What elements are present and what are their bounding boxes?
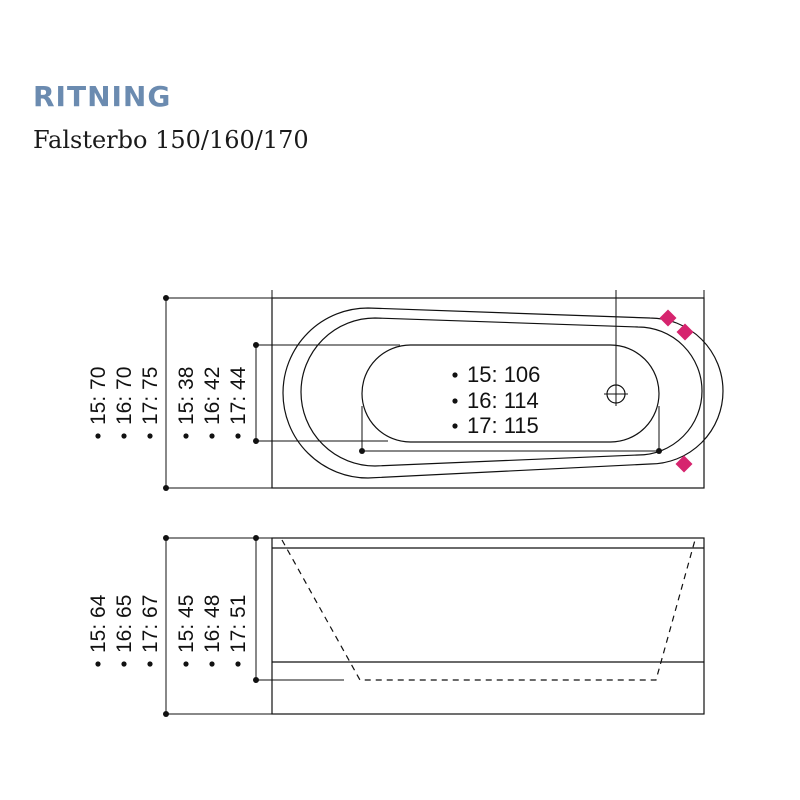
center-label: 15: 106 [467,362,540,387]
svg-text:16: 70: 16: 70 [113,367,136,425]
inner-dim-label: 15: 38 [175,367,198,439]
inner-dim-label: 16: 48 [201,595,224,667]
center-label: 16: 114 [467,388,539,413]
svg-text:16: 65: 16: 65 [113,595,136,653]
basin-outline [361,344,660,443]
outer-dim-label: 17: 75 [139,367,162,439]
side-view-outline [271,537,705,715]
outer-dim-label: 15: 70 [87,367,110,439]
svg-text:17: 44: 17: 44 [227,366,250,425]
outer-dim-label: 16: 65 [113,595,136,667]
rim-inner-outline [300,317,703,467]
inner-dim-label: 15: 45 [175,595,198,667]
svg-text:16: 42: 16: 42 [201,367,224,425]
inner-dim-label: 17: 44 [227,366,250,439]
outer-dim-label: 17: 67 [139,595,162,667]
dim-dot [656,448,662,454]
svg-text:17: 67: 17: 67 [139,595,162,653]
center-labels: 15: 106 16: 114 17: 115 [452,362,540,438]
top-view-outline [271,297,705,489]
dim-dot [253,677,259,683]
drain-icon [604,290,628,406]
svg-text:15: 38: 15: 38 [175,367,198,425]
dim-dot [253,342,259,348]
dim-dot [163,535,169,541]
svg-text:16: 48: 16: 48 [201,595,224,653]
dim-dot [253,438,259,444]
basin-profile-dashed [281,539,696,681]
side-view: 15: 64 16: 65 17: 67 15: 45 16: 48 17: 5… [87,535,705,717]
page-title: RITNING [33,80,172,113]
dim-dot [163,485,169,491]
dim-dot [359,448,365,454]
page-subtitle: Falsterbo 150/160/170 [33,126,309,154]
center-label: 17: 115 [467,413,539,438]
outer-dim-label: 15: 64 [87,594,110,667]
svg-text:17: 51: 17: 51 [227,595,250,653]
inner-dim-label: 17: 51 [227,595,250,667]
svg-text:15: 64: 15: 64 [87,594,110,653]
outer-dim-label: 16: 70 [113,367,136,439]
dim-dot [163,711,169,717]
svg-text:17: 75: 17: 75 [139,367,162,425]
inner-dim-label: 16: 42 [201,367,224,439]
top-view: 15: 106 16: 114 17: 115 15: 70 16: 70 17… [87,290,724,491]
svg-text:15: 70: 15: 70 [87,367,110,425]
svg-text:15: 45: 15: 45 [175,595,198,653]
rim-outer-outline [282,307,724,479]
diamond-marker-icon [659,309,694,473]
dim-dot [163,295,169,301]
